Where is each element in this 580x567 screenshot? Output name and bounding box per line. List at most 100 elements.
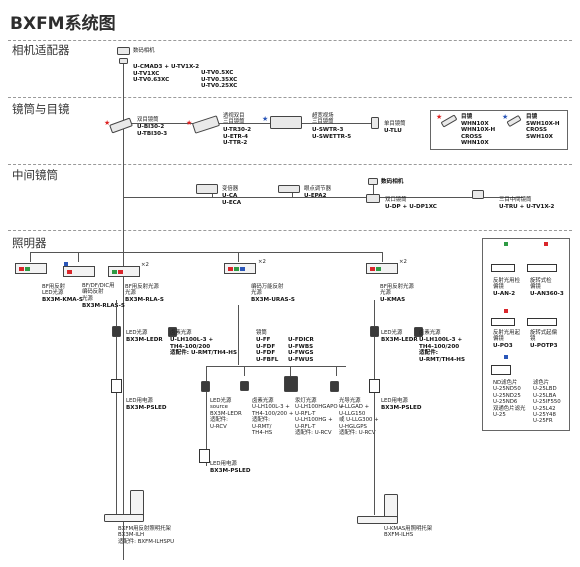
widefield-label: 超宽视场 三目镜筒 (312, 113, 334, 126)
red-marker-icon (118, 270, 123, 274)
eyepoint-label: 眼点调节器 (304, 186, 331, 192)
widefield-models: U-SWTR-3 U-SWETTR-5 (312, 127, 352, 140)
led-lower-left-model: BX3M-PSLED (126, 405, 167, 411)
mercury-text: 汞灯光源 U-LH100HGAPO + U-RFL-T U-LH100HG + … (295, 398, 344, 437)
filters-list: U-FF U-FDF U-FDF U-FBFL (256, 337, 279, 363)
blue-star-icon: ★ (502, 114, 509, 121)
filters-title: 镜筒 (256, 330, 267, 336)
red-marker-icon (504, 309, 508, 313)
red-marker-icon (228, 267, 233, 271)
bf-right-illuminator-icon (366, 263, 398, 274)
diagram-title: BXFM系统图 (10, 14, 116, 34)
led-right-label: LED光源 (381, 330, 403, 336)
green-marker-icon (234, 267, 239, 271)
led-source-icon (201, 381, 210, 392)
digital-camera-icon (117, 47, 130, 55)
polarizer-model: U-PO3 (493, 343, 513, 349)
triple-tube-icon (472, 190, 484, 199)
single-tube-model: U-TLU (384, 128, 402, 134)
single-tube-label: 单目镜筒 (384, 121, 406, 127)
x2-label: ×2 (399, 259, 407, 265)
analyzer-icon (491, 264, 515, 272)
tube-connector-line (123, 123, 373, 124)
x2-label: ×2 (141, 262, 149, 268)
bf-only-model: BX3M-RLA-S (125, 297, 164, 303)
section-label-tube-eyepiece: 镜筒与目镜 (12, 102, 70, 116)
red-star-icon: ★ (436, 114, 443, 121)
red-marker-icon (544, 242, 548, 246)
blue-marker-icon (64, 262, 68, 266)
green-marker-icon (376, 267, 381, 271)
bf-led-label: BF用反射 LED光源 (42, 284, 65, 297)
led-source-icon (112, 326, 121, 337)
rotatable-label: 旋转式检 偏镜 (530, 278, 552, 291)
polarizer-icon (491, 318, 515, 326)
connector-line (290, 366, 291, 376)
camera-adapter-models-2: U-TV0.5XC U-TV0.35XC U-TV0.25XC (201, 70, 238, 90)
dual-port-model: U-DP + U-DP1XC (385, 204, 437, 210)
red-star-icon: ★ (186, 120, 193, 127)
center-sub-connector (206, 366, 346, 367)
fiber-source-icon (330, 381, 339, 392)
section-divider (8, 164, 572, 165)
magnification-models: U-CA U-ECA (222, 193, 242, 206)
halogen-source-icon (168, 327, 177, 337)
connector-line (373, 185, 374, 197)
binocular-label: 双目镜筒 (137, 117, 159, 123)
led-lower-mid-label: LED用电源 (210, 461, 237, 467)
triple-tube-label: 三目中间镜筒 (499, 197, 532, 203)
halogen-source-icon (240, 381, 249, 391)
halogen-right-models: U-LH100L-3 + TH4-100/200 适配件: U-RMT/TH4-… (419, 337, 466, 363)
connector-line (30, 252, 31, 262)
x2-label: ×2 (258, 259, 266, 265)
intermediate-connector-line (123, 197, 523, 198)
rot-polarizer-label: 旋转式起偏 镜 (530, 330, 557, 343)
red-marker-icon (370, 267, 375, 271)
bf-right-label: BF用反射光源 光源 (380, 284, 414, 297)
halogen-mid-text: 卤素光源 U-LH100L-3 + TH4-100/200 + 适配件: U-R… (252, 398, 294, 437)
camera-label: 数码相机 (133, 48, 155, 54)
section-label-illuminator: 照明器 (12, 236, 47, 250)
polarizer-label: 反射光用起 偏镜 (493, 330, 520, 343)
fiber-text: 光导光源 U-LLGAD + U-LLG150 或 U-LLG300 + U-H… (339, 398, 379, 437)
connector-line (382, 252, 383, 262)
binocular-models: U-BI30-2 U-TBI30-3 (137, 124, 168, 137)
bf-df-model: BX3M-RLAS-S (82, 303, 125, 309)
binocular-tube-icon (109, 117, 133, 134)
bf-only-label: BF用反射光源 光源 (125, 284, 159, 297)
dual-port-label: 双口镜筒 (385, 197, 407, 203)
filters-list-2: U-FDICR U-FWBS U-FWGS U-FWUS (288, 337, 314, 363)
bf-df-label: BF/DF/DIC用 编码反射 光源 (82, 283, 115, 302)
led-source-icon (370, 326, 379, 337)
blue-star-icon: ★ (262, 116, 269, 123)
section-divider (8, 230, 572, 231)
connector-line (244, 366, 245, 376)
bf-right-model: U-KMAS (380, 297, 406, 303)
halogen-source-icon (414, 327, 423, 337)
led-lower-mid-model: BX3M-PSLED (210, 468, 251, 474)
red-marker-icon (67, 270, 72, 274)
triple-tube-model: U-TRU + U-TV1X-2 (499, 204, 555, 210)
red-star-icon: ★ (104, 120, 111, 127)
illuminator-connector-line (30, 252, 382, 253)
analyzer-model: U-AN-2 (493, 291, 516, 297)
rotatable-analyzer-icon (527, 264, 557, 272)
color-filter-list: 滤色片 U-25LBD U-25LBA U-25IF550 U-25L42 U-… (533, 380, 561, 425)
bf-led-model: BX3M-KMA-S (42, 297, 83, 303)
trinocular-models: U-TR30-2 U-ETR-4 U-TTR-2 (223, 127, 252, 147)
coded-label: 编码万能反射 光源 (251, 284, 284, 297)
led-left-model: BX3M-LEDR (126, 337, 163, 343)
center-branch-line (238, 305, 239, 365)
connector-line (78, 252, 79, 262)
dual-port-tube-icon (366, 194, 380, 203)
base-right-text: U-KMAS用照明托架 BXFM-ILHS (384, 526, 433, 539)
section-label-camera-adapter: 相机适配器 (12, 43, 70, 57)
halogen-left-label: 卤素光源 (170, 330, 192, 336)
main-trunk-line (123, 60, 124, 560)
coded-illuminator-icon (224, 263, 256, 274)
led-lower-right-model: BX3M-PSLED (381, 405, 422, 411)
magnification-changer-icon (196, 184, 218, 194)
blue-marker-icon (240, 267, 245, 271)
single-tube-icon (371, 117, 379, 129)
halogen-right-label: 卤素光源 (419, 330, 441, 336)
